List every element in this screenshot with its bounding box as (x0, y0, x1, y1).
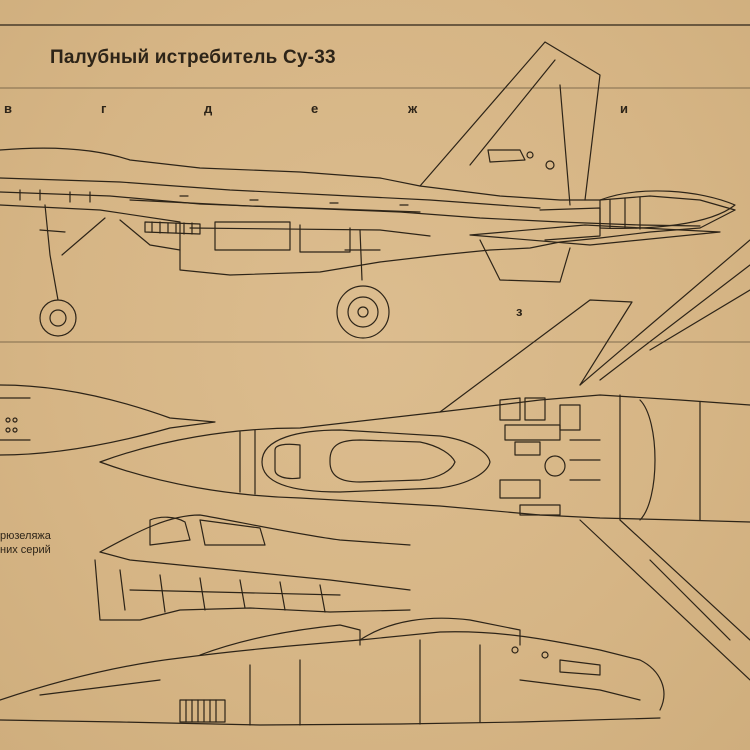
note-line-1: рюзеляжа (0, 530, 51, 542)
grid-letter-g: г (101, 101, 107, 116)
grid-letter-d: д (204, 101, 213, 116)
grid-letter-v: в (4, 101, 12, 116)
grid-letter-i: и (620, 101, 628, 116)
grid-letter-zh: ж (408, 101, 418, 116)
lower-side-views (0, 514, 665, 726)
note-line-2: них серий (0, 544, 51, 556)
zone-label: з (516, 304, 523, 319)
grid-letter-e: е (311, 101, 319, 116)
side-view (0, 41, 736, 339)
top-view (0, 239, 750, 681)
drawing-title: Палубный истребитель Су-33 (50, 47, 336, 68)
